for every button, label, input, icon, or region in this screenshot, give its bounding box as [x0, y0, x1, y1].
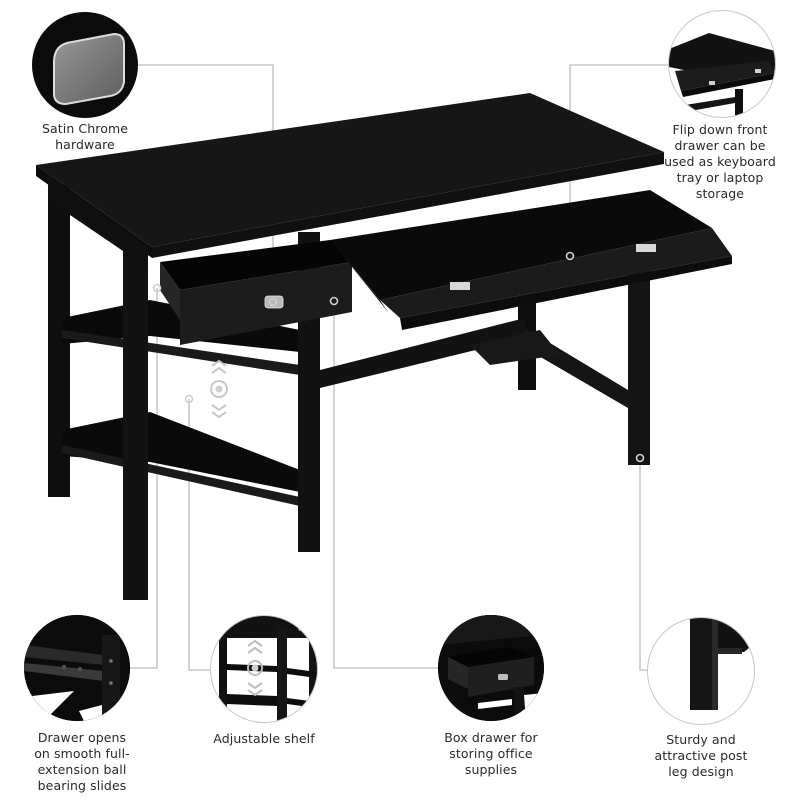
caption-line: Drawer opens — [37, 730, 127, 745]
post-leg-icon — [690, 618, 754, 710]
caption-line: storing office — [449, 746, 533, 761]
caption-line: storage — [695, 186, 745, 201]
caption-line: bearing slides — [37, 778, 127, 793]
callout-ball-bearing-circle — [24, 615, 130, 721]
caption-line: supplies — [464, 762, 518, 777]
caption-line: Satin Chrome — [41, 121, 129, 136]
caption-line: used as keyboard — [664, 154, 776, 169]
caption-line: extension ball — [37, 762, 127, 777]
caption-line: Adjustable shelf — [213, 731, 315, 746]
callout-adjustable-shelf-circle — [210, 615, 318, 723]
caption-line: attractive post — [654, 748, 748, 763]
callout-hardware-circle — [32, 12, 138, 118]
drawer-slide-icon — [24, 615, 130, 721]
callout-adjustable-shelf-label: Adjustable shelf — [196, 731, 332, 747]
keyboard-tray-icon — [669, 33, 775, 117]
caption-line: drawer can be — [674, 138, 766, 153]
callout-hardware-label: Satin Chrome hardware — [20, 121, 150, 153]
caption-line: leg design — [668, 764, 734, 779]
callout-keyboard-tray-label: Flip down front drawer can be used as ke… — [660, 122, 780, 202]
callout-box-drawer-label: Box drawer for storing office supplies — [426, 730, 556, 778]
adjustable-shelf-icon — [219, 616, 317, 722]
callout-post-leg-circle — [647, 617, 755, 725]
callout-ball-bearing-label: Drawer opens on smooth full- extension b… — [14, 730, 150, 794]
caption-line: Box drawer for — [444, 730, 538, 745]
caption-line: Flip down front — [672, 122, 768, 137]
chrome-pull-icon — [53, 32, 125, 106]
callout-box-drawer-circle — [438, 615, 544, 721]
caption-line: tray or laptop — [676, 170, 764, 185]
caption-line: hardware — [55, 137, 115, 152]
callout-keyboard-tray-circle — [668, 10, 776, 118]
caption-line: Sturdy and — [666, 732, 736, 747]
caption-line: on smooth full- — [34, 746, 130, 761]
callout-post-leg-label: Sturdy and attractive post leg design — [636, 732, 766, 780]
box-drawer-icon — [438, 615, 544, 721]
